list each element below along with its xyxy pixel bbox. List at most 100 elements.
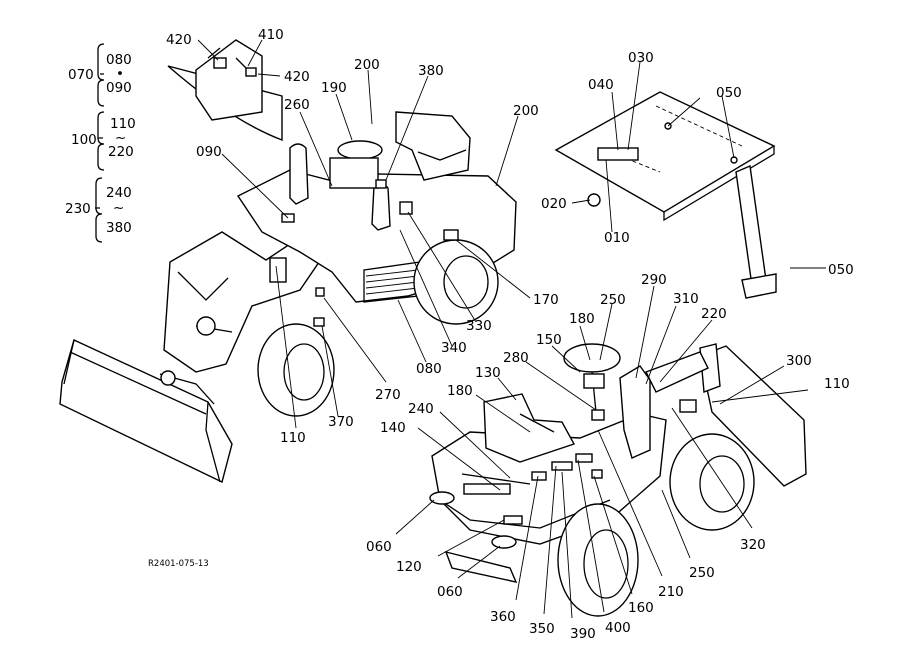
callout-110: 110 xyxy=(280,430,306,446)
front-hub xyxy=(283,343,325,401)
callout-250: 250 xyxy=(600,292,626,308)
lower-steering-wheel xyxy=(563,343,621,373)
callout-200: 200 xyxy=(354,57,380,73)
seat-cushion xyxy=(519,413,555,433)
callout-160: 160 xyxy=(628,600,654,616)
dash-decal xyxy=(531,471,547,481)
grab-handle-rear xyxy=(371,182,391,231)
rear-arm xyxy=(699,343,721,393)
callout-400: 400 xyxy=(605,620,631,636)
decal xyxy=(315,287,325,297)
tank-detail-illustration xyxy=(167,39,283,142)
callout-280: 280 xyxy=(503,350,529,366)
callout-labels: 420 410 420 200 380 190 260 090 200 030 … xyxy=(166,27,854,642)
decal xyxy=(375,179,387,189)
callout-170: 170 xyxy=(533,292,559,308)
canopy-edge xyxy=(663,146,775,222)
callout-020: 020 xyxy=(541,196,567,212)
callout-010: 010 xyxy=(604,230,630,246)
front-wheel xyxy=(257,323,335,417)
lower-front-hub xyxy=(583,529,629,599)
legend-parent-070: 070 xyxy=(68,67,94,83)
callout-210: 210 xyxy=(658,584,684,600)
decal xyxy=(399,201,413,215)
legend-sep: ~ xyxy=(113,200,124,216)
callout-180: 180 xyxy=(447,383,473,399)
legend-group-100: 100 110 ~ 220 xyxy=(71,111,136,171)
arm-pivot xyxy=(160,370,176,386)
legend-bracket xyxy=(97,111,105,171)
callout-310: 310 xyxy=(673,291,699,307)
front-skirt xyxy=(444,550,518,583)
lower-loader-illustration xyxy=(429,343,807,617)
legend-parent-230: 230 xyxy=(65,201,91,217)
callout-330: 330 xyxy=(466,318,492,334)
lower-front-wheel xyxy=(557,503,639,617)
callout-240: 240 xyxy=(408,401,434,417)
callout-150: 150 xyxy=(536,332,562,348)
rear-hub xyxy=(443,255,489,309)
rear-bucket xyxy=(699,345,807,487)
operator-seat xyxy=(395,111,471,181)
canopy-post xyxy=(735,164,767,288)
detail-tank xyxy=(195,39,263,121)
callout-340: 340 xyxy=(441,340,467,356)
callout-180: 180 xyxy=(569,311,595,327)
grille-lines xyxy=(365,269,419,295)
callout-370: 370 xyxy=(328,414,354,430)
decal xyxy=(245,67,257,77)
callout-050: 050 xyxy=(716,85,742,101)
callout-300: 300 xyxy=(786,353,812,369)
headlight-left xyxy=(429,491,455,505)
callout-200: 200 xyxy=(513,103,539,119)
drawing-code: R2401-075-13 xyxy=(148,559,209,569)
callout-380: 380 xyxy=(418,63,444,79)
lower-seat xyxy=(483,393,576,463)
decal xyxy=(213,57,227,69)
callout-350: 350 xyxy=(529,621,555,637)
callout-410: 410 xyxy=(258,27,284,43)
dash-decal xyxy=(591,409,605,421)
fender-decal xyxy=(679,399,697,413)
callout-390: 390 xyxy=(570,626,596,642)
dash-decal xyxy=(591,469,603,479)
control-tower xyxy=(619,365,651,459)
legend-bottom-220: 220 xyxy=(108,144,134,160)
callout-260: 260 xyxy=(284,97,310,113)
canopy-illustration xyxy=(554,91,777,299)
callout-110: 110 xyxy=(824,376,850,392)
callout-040: 040 xyxy=(588,77,614,93)
bucket-edges xyxy=(63,339,221,483)
callout-080: 080 xyxy=(416,361,442,377)
callout-270: 270 xyxy=(375,387,401,403)
grille-decal xyxy=(463,483,511,495)
headlight-right xyxy=(491,535,517,549)
callout-030: 030 xyxy=(628,50,654,66)
dash-panel xyxy=(329,157,379,189)
loader-arm xyxy=(163,231,332,373)
callout-060: 060 xyxy=(366,539,392,555)
legend-top-080: 080 xyxy=(106,52,132,68)
callout-140: 140 xyxy=(380,420,406,436)
callout-060: 060 xyxy=(437,584,463,600)
legend-bracket xyxy=(97,43,105,107)
legend-sep: • xyxy=(116,66,124,82)
seat-cushion xyxy=(417,149,467,161)
callout-320: 320 xyxy=(740,537,766,553)
lower-rear-hub xyxy=(699,455,745,513)
callout-420: 420 xyxy=(166,32,192,48)
legend-bottom-380: 380 xyxy=(106,220,132,236)
legend-top-110: 110 xyxy=(110,116,136,132)
rear-wheel xyxy=(413,239,499,325)
canopy-foot xyxy=(741,273,777,299)
callout-420: 420 xyxy=(284,69,310,85)
legend-bracket xyxy=(95,177,103,243)
legend-sep: ~ xyxy=(115,130,126,146)
callout-190: 190 xyxy=(321,80,347,96)
front-decal xyxy=(503,515,523,525)
legend-parent-100: 100 xyxy=(71,132,97,148)
steering-decal xyxy=(583,373,605,389)
dash-decal xyxy=(575,453,593,463)
